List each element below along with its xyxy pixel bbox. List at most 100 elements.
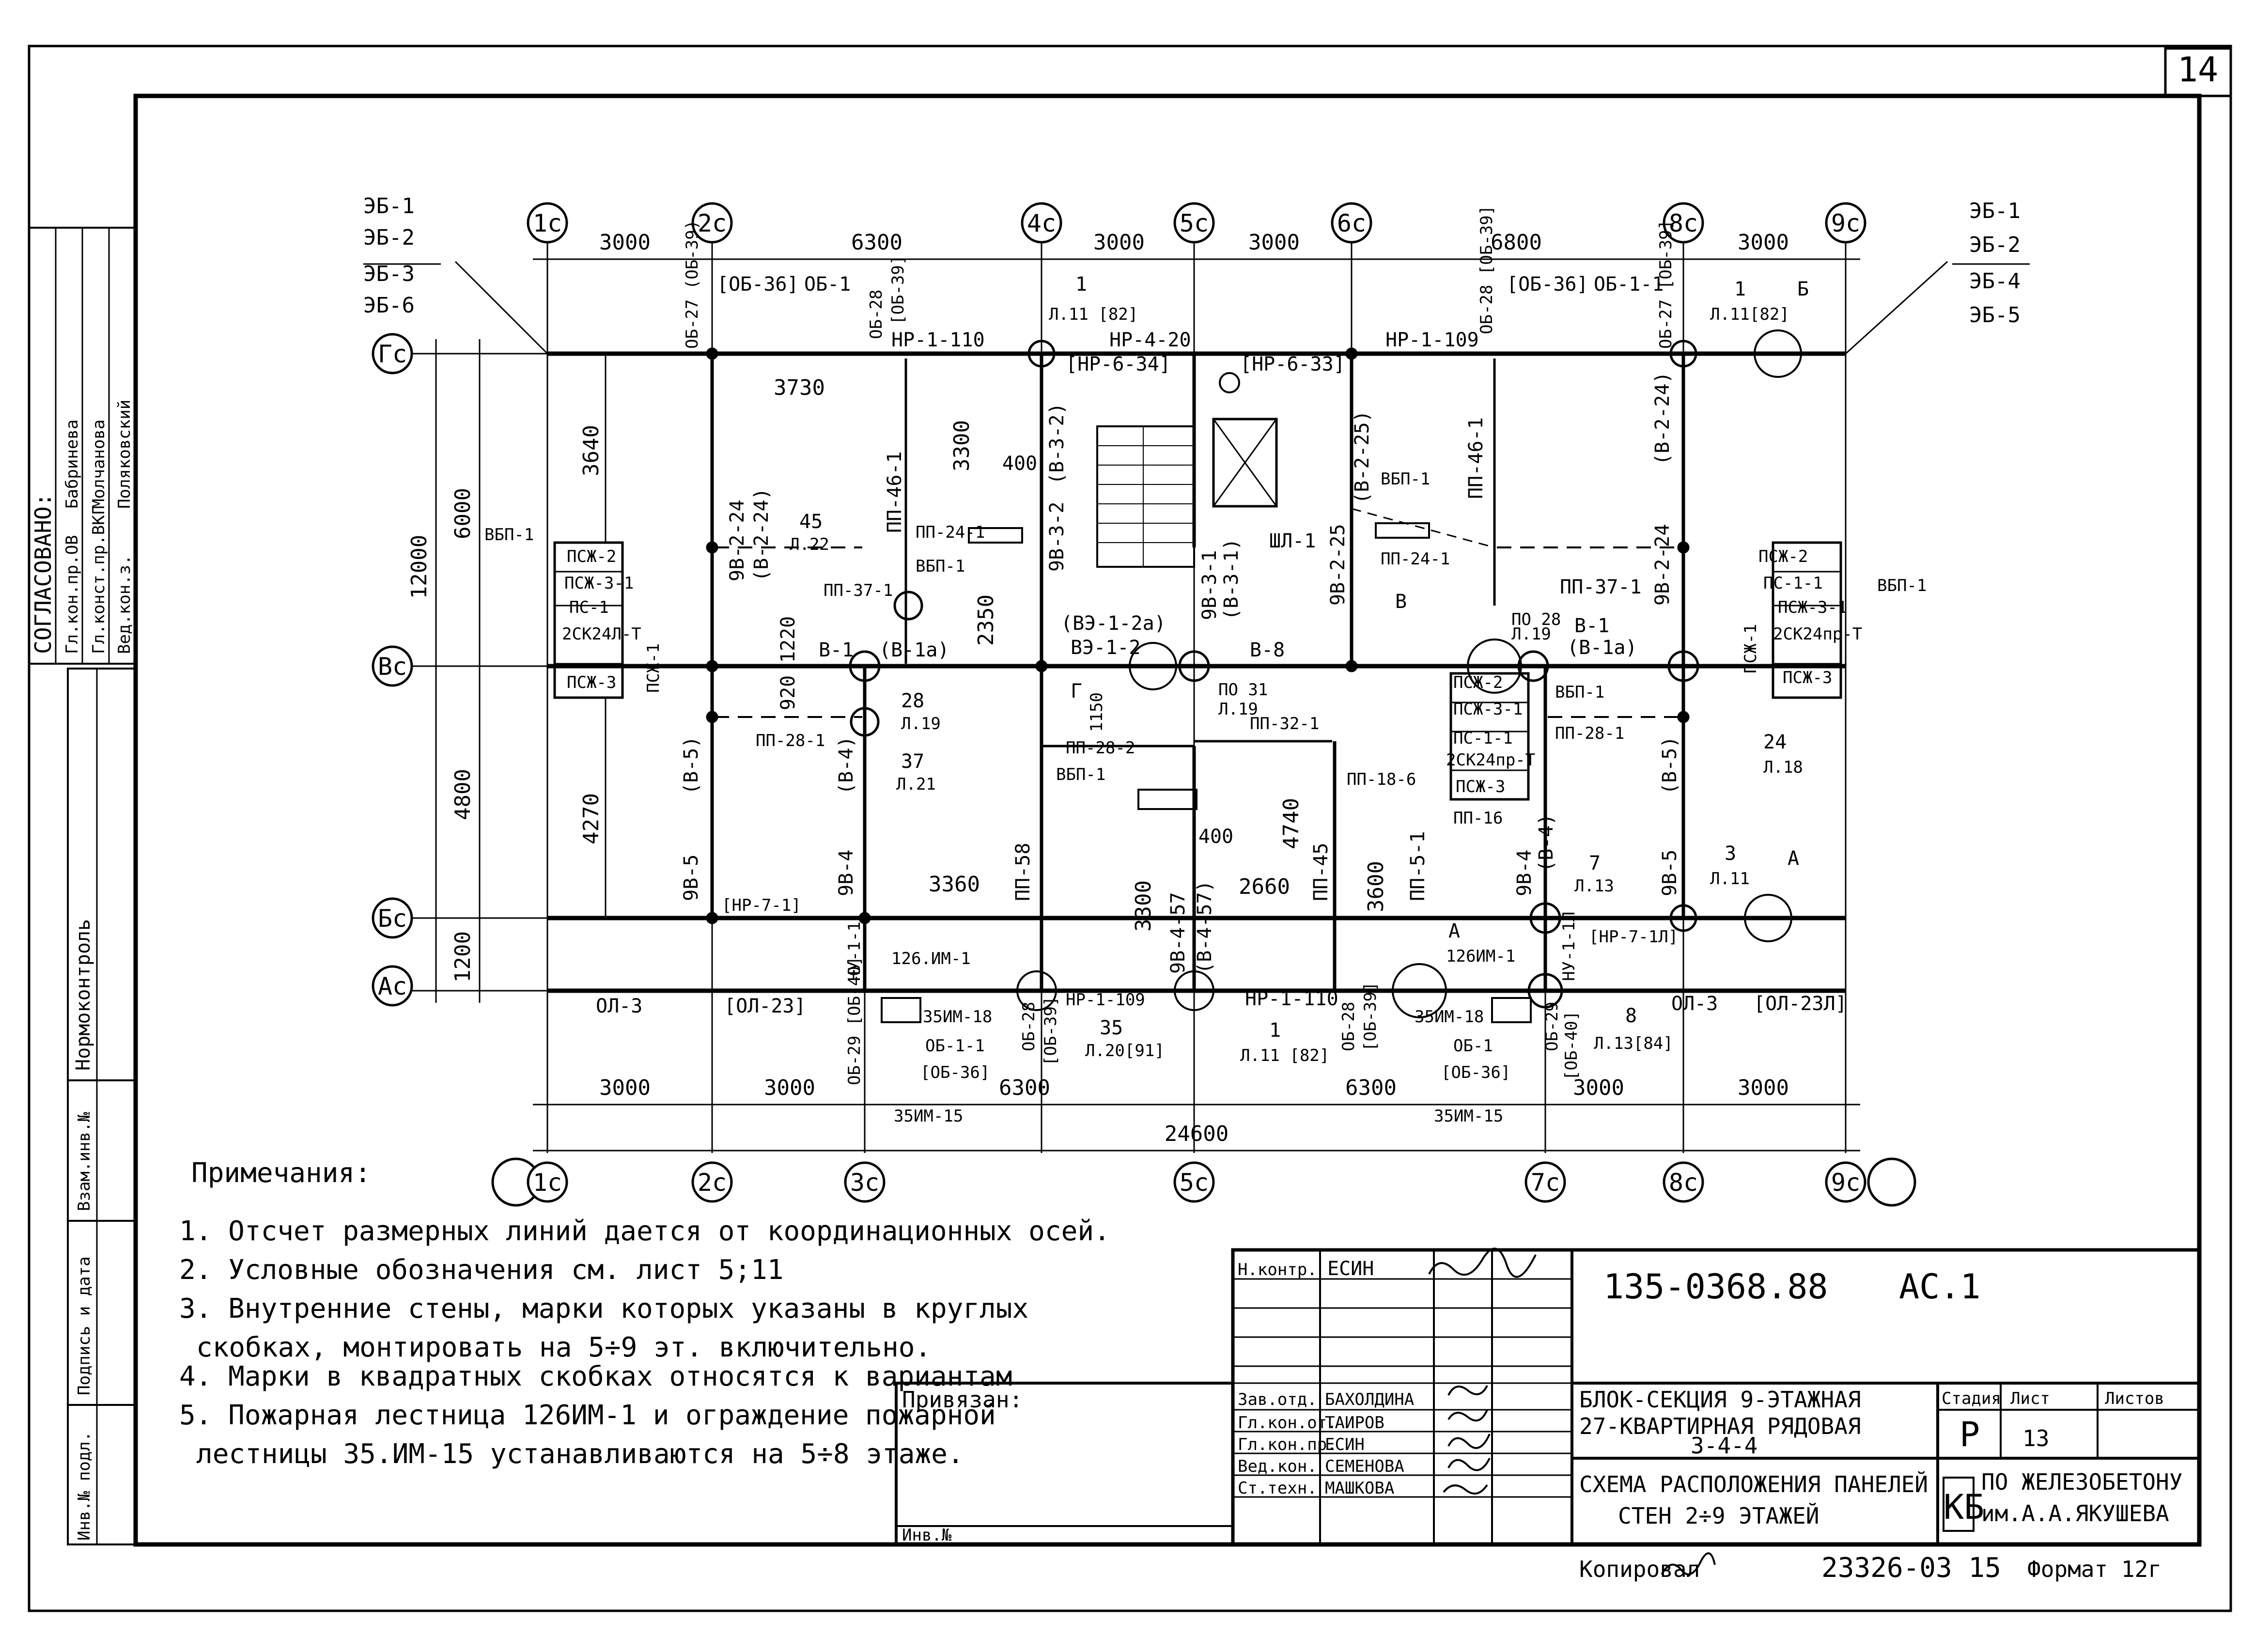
- lbl-l11-c: Л.11: [1710, 869, 1750, 888]
- lbl-126im-1-r: 126ИМ-1: [1446, 947, 1515, 966]
- axis-top-6: 6c: [1337, 209, 1366, 237]
- lbl-l21: Л.21: [896, 775, 936, 794]
- lbl-l11-d: Л.11 [82]: [1240, 1046, 1329, 1065]
- lbl-vbp-left: ВБП-1: [484, 525, 534, 545]
- object-line-2: 27-КВАРТИРНАЯ РЯДОВАЯ: [1579, 1413, 1861, 1439]
- lbl-nu-1-1: НУ-1-1: [845, 921, 864, 981]
- left-block-labels: ВБП-1 ПСЖ-2 ПСЖ-3-1 ПС-1 2СК24Л-Т ПСЖ-1 …: [484, 525, 663, 693]
- lbl-vbp-right: ВБП-1: [1877, 576, 1927, 595]
- lbl-v-3-1: (В-3-1): [1220, 538, 1243, 620]
- footer: Копировал 23326-03 15 Формат 12г: [1579, 1552, 2162, 1584]
- lbl-45: 45: [799, 511, 823, 533]
- axis-bubbles-left: Гс Вс Бс Ас: [372, 333, 413, 1007]
- axis-bottom-5: 5c: [1180, 1169, 1209, 1197]
- dim-top-3: 3000: [1093, 230, 1145, 255]
- notes-heading: Примечания:: [191, 1157, 371, 1189]
- dim-left-6000: 6000: [451, 488, 475, 539]
- right-block-labels: ПСЖ-2 ПС-1-1 ПСЖ-3-1 ПСЖ-1 2СК24пр-Т ПСЖ…: [1741, 547, 1927, 687]
- stage-header: Стадия: [1942, 1389, 2001, 1408]
- lbl-24: 24: [1763, 731, 1787, 753]
- lbl-ob29-l: ОБ-29 [ОБ-40]: [845, 956, 864, 1085]
- lbl-ps-1-left: ПС-1: [569, 598, 609, 617]
- lbl-vbp-mid-r: ВБП-1: [1555, 683, 1604, 702]
- dim-top-4: 3000: [1248, 230, 1300, 255]
- lbl-ob28: ОБ-28: [867, 290, 886, 339]
- lbl-shl-1: ШЛ-1: [1269, 530, 1316, 552]
- lbl-nr-1-110: НР-1-110: [891, 329, 985, 351]
- lbl-ob27-r: ОБ-27 [ОБ-39]: [1656, 220, 1676, 349]
- dim-top-1: 3000: [599, 230, 651, 255]
- lbl-pp-37-1: ПП-37-1: [824, 581, 893, 600]
- corner-left-3: ЭБ-3: [363, 262, 415, 286]
- lbl-v1a-r: (В-1а): [1567, 637, 1637, 659]
- approval-row-1: Гл.кон.пр.ОВ: [62, 535, 82, 654]
- corner-labels: ЭБ-1 ЭБ-2 ЭБ-3 ЭБ-6 ЭБ-1 ЭБ-2 ЭБ-4 ЭБ-5: [363, 194, 2030, 327]
- sheet-number: 14: [2177, 50, 2218, 90]
- lbl-v-4-57: (В-4-57): [1194, 880, 1216, 974]
- dim-4270: 4270: [579, 793, 604, 844]
- axis-bottom-7: 7c: [1531, 1169, 1560, 1197]
- approval-row-2: Гл.конст.пр.ВКГ: [89, 505, 109, 654]
- signer-role-1: Н.контр.: [1238, 1260, 1317, 1279]
- axis-top-9: 9c: [1831, 209, 1860, 237]
- lbl-nr-1-109: НР-1-109: [1385, 329, 1479, 351]
- notes: Примечания: 1. Отсчет размерных линий да…: [179, 1157, 1110, 1470]
- approval-name-3: Поляковский: [115, 400, 134, 509]
- lbl-ol-23: [ОЛ-23]: [724, 995, 806, 1017]
- lbl-nr-1-110-b: НР-1-110: [1245, 988, 1338, 1010]
- lbl-nr-1-109-b: НР-1-109: [1066, 990, 1145, 1010]
- org-line-2: им.А.А.ЯКУШЕВА: [1981, 1500, 2169, 1527]
- org-line-1: ПО ЖЕЛЕЗОБЕТОНУ: [1981, 1469, 2182, 1495]
- dim-920: 920: [777, 675, 799, 710]
- axis-top-5: 5c: [1180, 209, 1209, 237]
- dim-top-5: 6800: [1491, 230, 1542, 255]
- axis-row-g: Гс: [378, 340, 407, 368]
- privyazan-label: Привязан:: [902, 1387, 1023, 1413]
- note-1: 1. Отсчет размерных линий дается от коор…: [179, 1216, 1110, 1247]
- lbl-9v-4-l: 9В-4: [835, 850, 857, 896]
- lbl-pp-16: ПП-16: [1453, 809, 1503, 828]
- lbl-9v-5-r: 9В-5: [1659, 850, 1681, 896]
- lbl-9v-2-24-b: 9В-2-24: [1651, 524, 1674, 606]
- lbl-nr-7-1: [НР-7-1]: [722, 896, 801, 915]
- signer-name-6: МАШКОВА: [1325, 1479, 1394, 1498]
- lbl-pp-24-1: ПП-24-1: [916, 523, 985, 542]
- lbl-pp-18-6: ПП-18-6: [1347, 770, 1416, 789]
- lbl-psj-2-right: ПСЖ-2: [1758, 547, 1808, 566]
- object-line-3: 3-4-4: [1691, 1433, 1757, 1459]
- axis-top-2: 2c: [698, 209, 727, 237]
- approval-block: СОГЛАСОВАНО: Гл.кон.пр.ОВ Бабринева Гл.к…: [28, 227, 137, 665]
- lbl-ol-3-l: ОЛ-3: [596, 995, 642, 1017]
- lbl-psj-3-1-left: ПСЖ-3-1: [564, 574, 634, 593]
- dim-3360: 3360: [929, 872, 980, 897]
- lbl-1-c: 1: [1269, 1019, 1281, 1042]
- lbl-2sk-mid: 2СК24пр-Т: [1446, 750, 1535, 770]
- dim-3300-a: 3300: [949, 420, 974, 471]
- axis-lines: [397, 240, 1948, 1153]
- sheet-title-1: СХЕМА РАСПОЛОЖЕНИЯ ПАНЕЛЕЙ: [1579, 1471, 1928, 1497]
- inv-podl-label: Инв.№ подл.: [75, 1432, 94, 1541]
- lbl-35im-15-l: 35ИМ-15: [894, 1107, 963, 1126]
- dim-3300-b: 3300: [1131, 880, 1156, 932]
- lbl-v1-r: В-1: [1574, 615, 1609, 637]
- order-number: 23326-03 15: [1821, 1552, 2001, 1584]
- outer-frame: [28, 45, 2232, 1612]
- lbl-nu-1-1l: НУ-1-1Л: [1559, 912, 1579, 981]
- lbl-v-3-2: (В-3-2): [1046, 403, 1068, 484]
- lbl-ob28-r: ОБ-28 [ОБ-39]: [1477, 205, 1496, 334]
- lbl-ob28-c: ОБ-28: [1339, 1002, 1358, 1051]
- corner-right-1: ЭБ-1: [1969, 199, 2021, 223]
- lbl-b: Б: [1797, 278, 1809, 300]
- lbl-v-5-r: (В-5): [1659, 736, 1681, 795]
- dims-inner: 3640 4270 3730 3300 400 2350 1220 920 33…: [579, 375, 1388, 932]
- dim-2660: 2660: [1239, 874, 1290, 899]
- dim-top-6: 3000: [1738, 230, 1789, 255]
- dim-top-2: 6300: [851, 230, 902, 255]
- note-3: 3. Внутренние стены, марки которых указа…: [179, 1293, 1028, 1325]
- lbl-ob28-b: ОБ-28: [1019, 1002, 1039, 1051]
- lbl-ob36-b: [ОБ-36]: [920, 1063, 990, 1082]
- org-logo: КБ: [1944, 1487, 1984, 1527]
- signer-role-2: Зав.отд.: [1238, 1390, 1317, 1409]
- axis-bottom-9: 9c: [1831, 1169, 1860, 1197]
- lbl-a-m: А: [1448, 920, 1460, 942]
